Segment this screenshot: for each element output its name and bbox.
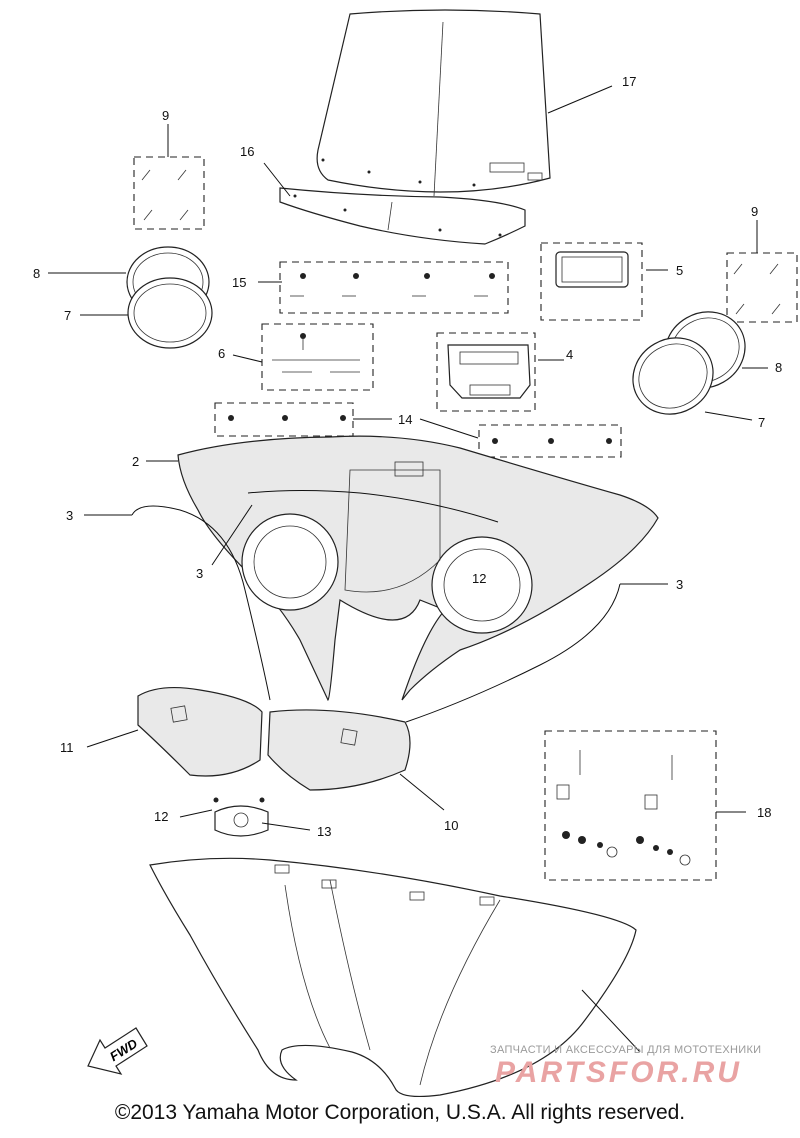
clip-set-14-right	[478, 424, 622, 458]
callout-8-left: 8	[33, 266, 40, 281]
callout-8-right: 8	[775, 360, 782, 375]
callout-11: 11	[60, 740, 74, 755]
callout-3-left: 3	[66, 508, 73, 523]
lower-panel-10	[267, 709, 411, 791]
switch-housing-4	[436, 332, 536, 412]
display-panel-5	[540, 242, 643, 321]
callout-15: 15	[232, 275, 246, 290]
inner-fairing-2	[177, 435, 659, 702]
speaker-bezel-ring-right	[632, 337, 714, 415]
callout-7-right: 7	[758, 415, 765, 430]
callout-12-upper: 12	[472, 571, 486, 586]
callout-5: 5	[676, 263, 683, 278]
leader-lines	[48, 85, 768, 1053]
callout-13: 13	[317, 824, 331, 839]
callout-6: 6	[218, 346, 225, 361]
clip-set-14-left	[214, 402, 354, 437]
bracket-hardware-6	[261, 323, 374, 391]
mounting-hardware-kit-18	[544, 730, 717, 881]
callout-9-right: 9	[751, 204, 758, 219]
callout-3-center: 3	[196, 566, 203, 581]
outer-fairing-1	[149, 857, 637, 1098]
callout-17: 17	[622, 74, 636, 89]
speaker-bezel-ring-left	[127, 277, 213, 349]
callout-7-left: 7	[64, 308, 71, 323]
lower-panel-11	[137, 686, 263, 777]
screw-set-right	[726, 252, 798, 323]
callout-10: 10	[444, 818, 458, 833]
callout-9-left: 9	[162, 108, 169, 123]
callout-16: 16	[240, 144, 254, 159]
watermark-tagline: ЗАПЧАСТИ И АКСЕССУАРЫ ДЛЯ МОТОТЕХНИКИ	[490, 1044, 762, 1056]
fastener-set-15	[279, 261, 509, 314]
callout-14: 14	[398, 412, 412, 427]
trim-strip-3	[131, 490, 621, 723]
callout-12-lower: 12	[154, 809, 168, 824]
callout-2: 2	[132, 454, 139, 469]
screw-set-left	[133, 156, 205, 230]
copyright-notice: ©2013 Yamaha Motor Corporation, U.S.A. A…	[114, 1101, 686, 1124]
bracket-13	[213, 797, 269, 837]
windshield-garnish-part	[279, 187, 526, 245]
callout-3-right: 3	[676, 577, 683, 592]
forward-direction-arrow: FWD	[87, 1027, 148, 1075]
callout-18: 18	[757, 805, 771, 820]
watermark-logo: PARTSFOR.RU	[495, 1056, 742, 1089]
callout-4: 4	[566, 347, 573, 362]
windshield-part	[316, 9, 551, 197]
